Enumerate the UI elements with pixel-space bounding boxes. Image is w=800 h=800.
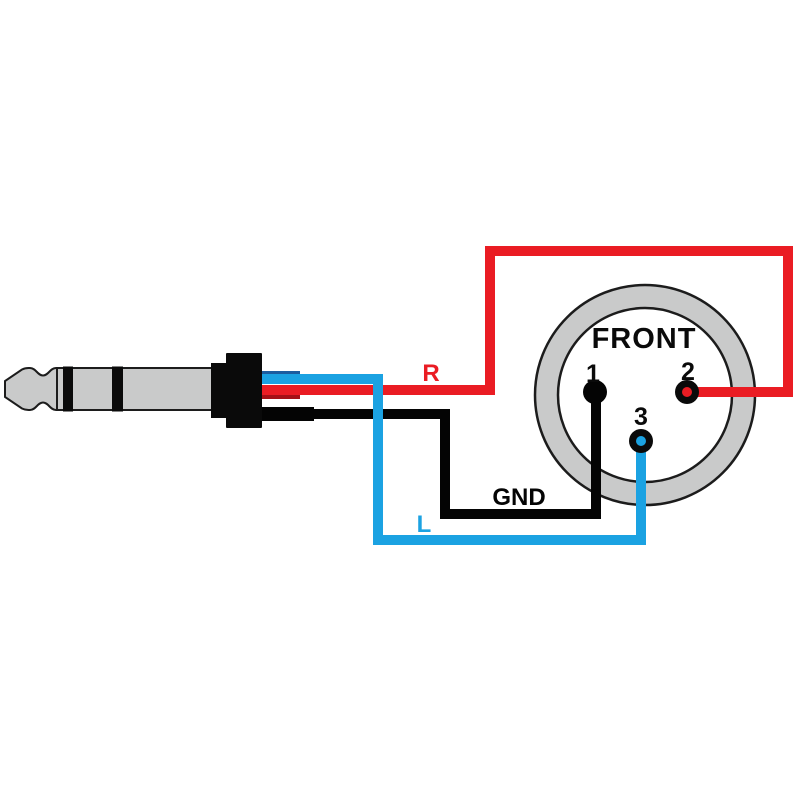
jack-tip xyxy=(4,367,59,411)
right-wire-end-cap xyxy=(682,387,692,397)
ground-wire-label: GND xyxy=(492,484,545,511)
trs-jack-plug xyxy=(4,353,262,428)
xlr-pin-1 xyxy=(583,380,607,404)
jack-body-collar xyxy=(226,353,262,428)
jack-insulator-ring-2 xyxy=(112,366,123,412)
front-label: FRONT xyxy=(592,323,697,355)
jack-insulator-ring-1 xyxy=(63,366,73,412)
left-wire-end-cap xyxy=(636,436,646,446)
pin-3-number: 3 xyxy=(634,403,648,431)
right-wire-label: R xyxy=(422,360,439,387)
left-wire xyxy=(258,374,646,545)
left-wire-label: L xyxy=(417,511,432,538)
right-wire-dark-end xyxy=(258,393,300,399)
pin-2-number: 2 xyxy=(681,358,695,386)
jack-sleeve-barrel xyxy=(56,367,213,411)
pin-1-number: 1 xyxy=(586,360,600,388)
right-wire xyxy=(258,246,793,397)
jack-body-collar-step xyxy=(211,363,227,418)
